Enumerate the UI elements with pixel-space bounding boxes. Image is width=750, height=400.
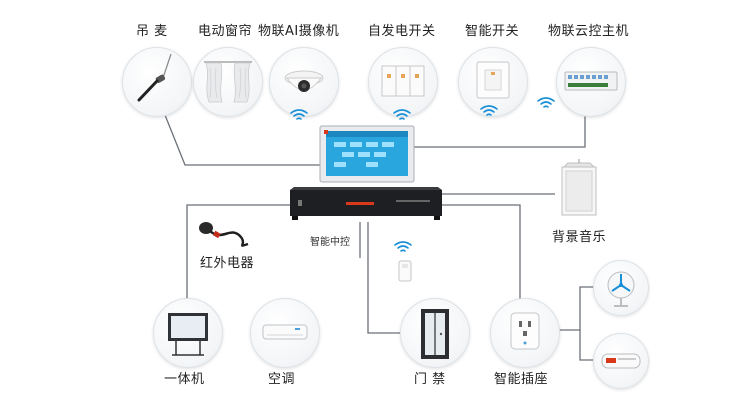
- controller-label: 智能中控: [310, 237, 350, 248]
- wifi-icon: [393, 240, 413, 254]
- wifi-icon: [536, 96, 556, 110]
- iot-host-node: [556, 47, 626, 117]
- ir-device-icon: [199, 222, 249, 247]
- door-node: [400, 298, 470, 368]
- door-icon: [421, 309, 449, 359]
- ir-label: 红外电器: [200, 256, 255, 271]
- smart-switch-node: [458, 47, 528, 117]
- triple-switch-icon: [381, 65, 425, 97]
- curtain-label: 电动窗帘: [198, 24, 253, 39]
- aircon-node: [250, 298, 320, 368]
- music-label: 背景音乐: [552, 230, 607, 245]
- line-all-in-one: [186, 204, 292, 305]
- curtain-node: [193, 47, 263, 117]
- camera-icon: [284, 70, 324, 92]
- remote-sensor-icon: [398, 260, 412, 282]
- wifi-icon: [392, 108, 412, 122]
- all-in-one-node: [153, 298, 223, 368]
- line-door: [367, 222, 403, 334]
- socket-icon: [510, 312, 540, 350]
- mic-label: 吊 麦: [136, 24, 168, 39]
- fan-icon: [607, 271, 635, 307]
- heater-node: [593, 333, 649, 389]
- camera-label: 物联AI摄像机: [258, 24, 340, 39]
- camera-node: [269, 47, 339, 117]
- mic-node: [122, 47, 192, 117]
- aircon-label: 空调: [268, 372, 296, 387]
- line-heater: [579, 330, 594, 361]
- water-heater-icon: [601, 353, 641, 369]
- iot-host-label: 物联云控主机: [548, 24, 630, 39]
- smart-socket-node: [490, 298, 560, 368]
- wall-switch-icon: [476, 61, 510, 99]
- smart-socket-label: 智能插座: [494, 372, 549, 387]
- mic-icon: [137, 53, 172, 102]
- line-iot-host: [405, 108, 586, 148]
- control-host-icon: [564, 71, 618, 91]
- wifi-icon: [289, 108, 309, 122]
- wifi-icon: [479, 104, 499, 118]
- controller-box-icon: [290, 187, 442, 220]
- line-mic: [156, 94, 322, 166]
- line-smart-socket: [440, 204, 521, 302]
- self-power-switch-node: [368, 47, 438, 117]
- touch-panel-icon: [319, 125, 415, 183]
- display-screen-icon: [168, 313, 208, 356]
- line-fan: [550, 286, 594, 331]
- speaker-icon: [561, 159, 597, 216]
- self-power-switch-label: 自发电开关: [368, 24, 436, 39]
- curtain-icon: [204, 61, 252, 103]
- all-in-one-label: 一体机: [164, 372, 205, 387]
- door-label: 门 禁: [414, 372, 446, 387]
- fan-node: [593, 260, 649, 316]
- smart-switch-label: 智能开关: [465, 24, 520, 39]
- air-conditioner-icon: [262, 324, 308, 340]
